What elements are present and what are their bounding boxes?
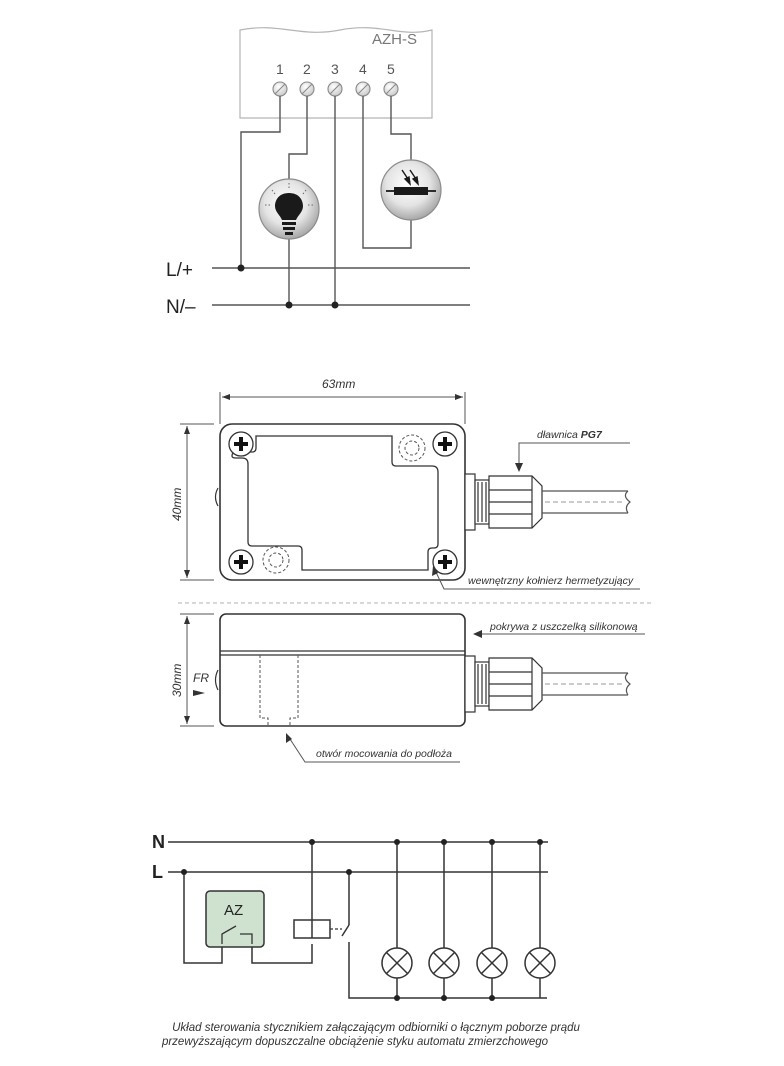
corner-screw-icon [432, 549, 458, 575]
corner-screw-icon [228, 549, 254, 575]
lamp-icon [524, 947, 556, 979]
device-contact-icon [221, 925, 253, 944]
inner-flange-label: wewnętrzny kołnierz hermetyzujący [468, 575, 634, 587]
gland-type: PG7 [581, 429, 603, 441]
module-body [239, 27, 433, 119]
cover-label: pokrywa z uszczelką silikonową [489, 621, 638, 633]
terminal-5-label: 5 [387, 61, 395, 77]
lamp-icon [258, 178, 320, 240]
mount-hole-label: otwór mocowania do podłoża [316, 748, 452, 760]
junction-dot [331, 301, 339, 309]
inner-flange [231, 435, 439, 571]
corner-screw-icon [228, 431, 254, 457]
lamp-group [381, 947, 556, 979]
junction-dot [237, 264, 245, 272]
lamp-icon [428, 947, 460, 979]
corner-screw-icon [432, 431, 458, 457]
bus-neutral-label: N/– [166, 297, 196, 318]
caption-line-2: przewyższającym dopuszczalne obciążenie … [161, 1036, 549, 1048]
gland-label-prefix: dławnica [537, 429, 581, 441]
cable-gland-side [464, 655, 543, 713]
wiring-lines [240, 96, 412, 305]
twilight-switch-device [205, 890, 265, 948]
contactor-contact-icon [341, 924, 350, 937]
device-label: AZ [224, 902, 243, 919]
fr-label: FR [193, 671, 209, 685]
neutral-label: N [152, 832, 165, 852]
height-dimension-label: 40mm [170, 488, 184, 521]
lamp-icon [476, 947, 508, 979]
depth-dimension-label: 30mm [170, 664, 184, 697]
terminal-2-label: 2 [303, 61, 311, 77]
wiring-diagram: AZH-S 1 2 3 4 5 [166, 27, 470, 318]
housing-side-view [219, 613, 466, 727]
terminal-3-label: 3 [331, 61, 339, 77]
photoresistor-icon [380, 159, 442, 221]
gland-label: dławnica PG7 [537, 429, 603, 441]
live-label: L [152, 862, 163, 882]
width-dimension-label: 63mm [322, 377, 355, 391]
housing-drawing: 63mm 40mm [170, 377, 652, 763]
caption-line-1: Układ sterowania stycznikiem załączający… [172, 1022, 580, 1034]
cable-gland-top [464, 473, 543, 531]
terminal-1-label: 1 [276, 61, 284, 77]
lamp-icon [381, 947, 413, 979]
bus-live-label: L/+ [166, 260, 193, 281]
module-label: AZH-S [372, 31, 417, 48]
terminal-4-label: 4 [359, 61, 367, 77]
junction-dot [285, 301, 293, 309]
contactor-circuit: N L [152, 832, 556, 1001]
